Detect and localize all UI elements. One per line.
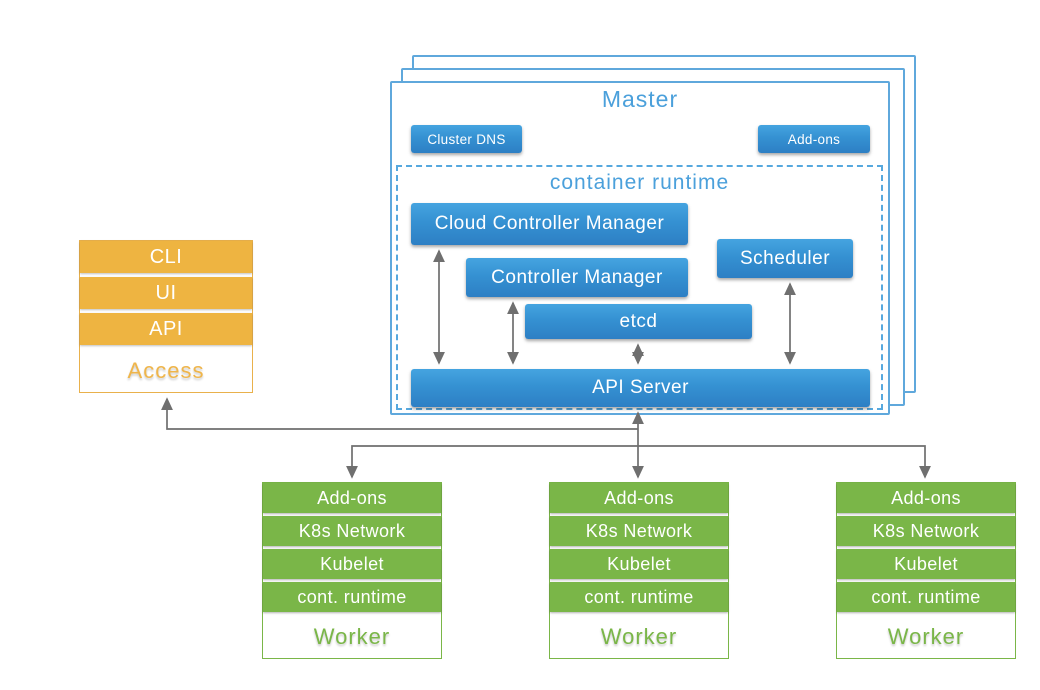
worker-row-cont-runtime: cont. runtime [263, 582, 441, 612]
worker-row-k8s-network: K8s Network [550, 516, 728, 546]
access-row-api: API [80, 313, 252, 345]
cluster-dns-box: Cluster DNS [411, 125, 522, 153]
arrow-apiserver-worker-right [638, 445, 931, 479]
worker-row-kubelet: Kubelet [263, 549, 441, 579]
worker-row-addons: Add-ons [550, 483, 728, 513]
worker-row-cont-runtime: cont. runtime [550, 582, 728, 612]
worker-label: Worker [313, 623, 391, 649]
worker-row-addons: Add-ons [837, 483, 1015, 513]
container-runtime-box [396, 165, 883, 410]
arrow-apiserver-worker-left [346, 445, 638, 479]
worker-row-k8s-network: K8s Network [837, 516, 1015, 546]
worker-row-kubelet: Kubelet [550, 549, 728, 579]
etcd-box: etcd [525, 304, 752, 339]
worker-row-addons: Add-ons [263, 483, 441, 513]
container-runtime-title: container runtime [549, 171, 730, 194]
access-label: Access [127, 357, 205, 383]
master-title: Master [601, 86, 679, 112]
worker-node-1: Add-ons K8s Network Kubelet cont. runtim… [262, 482, 442, 659]
api-server-box: API Server [411, 369, 870, 407]
worker-label: Worker [887, 623, 965, 649]
worker-row-cont-runtime: cont. runtime [837, 582, 1015, 612]
scheduler-box: Scheduler [717, 239, 853, 278]
cloud-controller-manager-box: Cloud Controller Manager [411, 203, 688, 245]
worker-label: Worker [600, 623, 678, 649]
access-row-ui: UI [80, 277, 252, 309]
controller-manager-box: Controller Manager [466, 258, 688, 297]
worker-row-k8s-network: K8s Network [263, 516, 441, 546]
worker-row-kubelet: Kubelet [837, 549, 1015, 579]
worker-node-2: Add-ons K8s Network Kubelet cont. runtim… [549, 482, 729, 659]
access-row-cli: CLI [80, 241, 252, 273]
master-addons-box: Add-ons [758, 125, 870, 153]
access-node: CLI UI API Access [79, 240, 253, 393]
worker-node-3: Add-ons K8s Network Kubelet cont. runtim… [836, 482, 1016, 659]
